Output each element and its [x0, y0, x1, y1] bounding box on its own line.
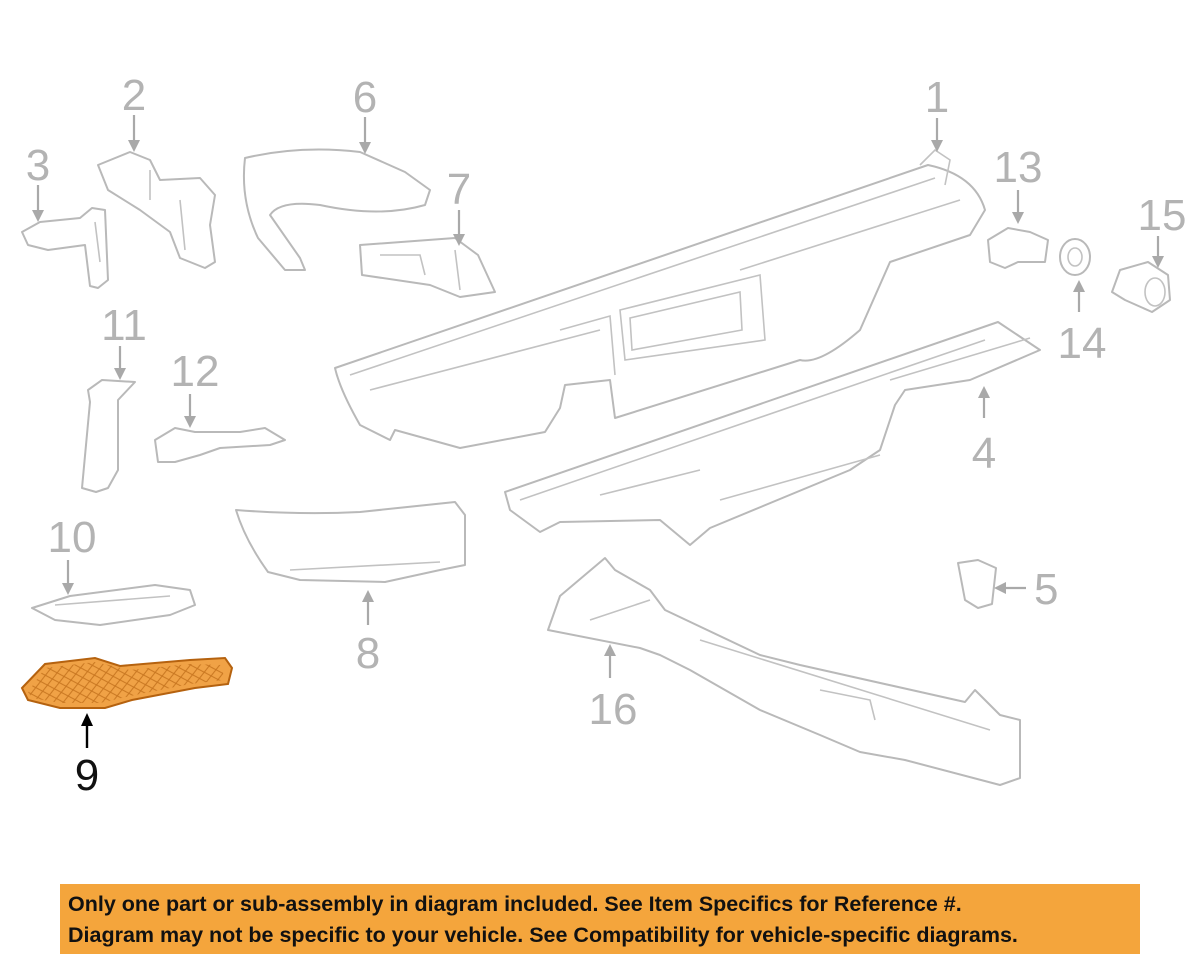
callout-5: 5 [994, 565, 1058, 614]
callout-14-label: 14 [1058, 319, 1107, 368]
callout-15-label: 15 [1138, 191, 1187, 240]
part-14-grommet [1059, 238, 1091, 276]
callout-2-label: 2 [122, 71, 146, 120]
disclaimer-line-1: Only one part or sub-assembly in diagram… [68, 892, 962, 916]
callout-5-label: 5 [1034, 565, 1058, 614]
callout-11-label: 11 [101, 301, 147, 350]
part-2-bracket [97, 151, 216, 269]
callout-4: 4 [972, 386, 996, 478]
part-6-end-cap [242, 148, 431, 271]
parts-diagram: 1 2 3 4 5 6 7 8 9 10 [20, 71, 1187, 800]
callout-9: 9 [75, 713, 99, 800]
callout-2: 2 [122, 71, 146, 152]
part-15-clip [1111, 261, 1171, 313]
callout-1: 1 [925, 73, 949, 152]
callout-7-label: 7 [447, 165, 471, 214]
part-7-bracket [359, 237, 496, 298]
callout-11: 11 [101, 301, 147, 380]
part-10-step-pad [31, 584, 196, 626]
callout-12-label: 12 [171, 347, 220, 396]
callout-14: 14 [1058, 280, 1107, 368]
part-16-hitch [547, 557, 1021, 786]
callout-8-label: 8 [356, 629, 380, 678]
part-1-bumper-face-bar [334, 148, 986, 449]
callout-4-label: 4 [972, 429, 996, 478]
callout-3: 3 [26, 141, 50, 222]
callout-1-label: 1 [925, 73, 949, 122]
part-8-end-step [235, 501, 466, 583]
part-4-step-pad [504, 321, 1041, 546]
callout-16-label: 16 [589, 685, 638, 734]
callout-12: 12 [171, 347, 220, 428]
callout-7: 7 [447, 165, 471, 246]
part-3-bracket [21, 207, 109, 289]
callout-10-label: 10 [48, 513, 97, 562]
part-12-bracket [154, 427, 286, 463]
disclaimer-banner: Only one part or sub-assembly in diagram… [60, 884, 1140, 954]
part-9-step-pad [20, 656, 234, 709]
part-11-bracket [81, 379, 136, 493]
callout-9-label: 9 [75, 751, 99, 800]
part-5-plug [957, 559, 997, 609]
callout-6: 6 [353, 73, 377, 154]
callout-10: 10 [48, 513, 97, 595]
callout-3-label: 3 [26, 141, 50, 190]
callout-6-label: 6 [353, 73, 377, 122]
callout-15: 15 [1138, 191, 1187, 268]
callout-8: 8 [356, 590, 380, 678]
part-13-connector [987, 227, 1049, 269]
disclaimer-line-2: Diagram may not be specific to your vehi… [68, 923, 1018, 947]
callout-16: 16 [589, 644, 638, 734]
callout-13: 13 [994, 143, 1043, 224]
callout-13-label: 13 [994, 143, 1043, 192]
